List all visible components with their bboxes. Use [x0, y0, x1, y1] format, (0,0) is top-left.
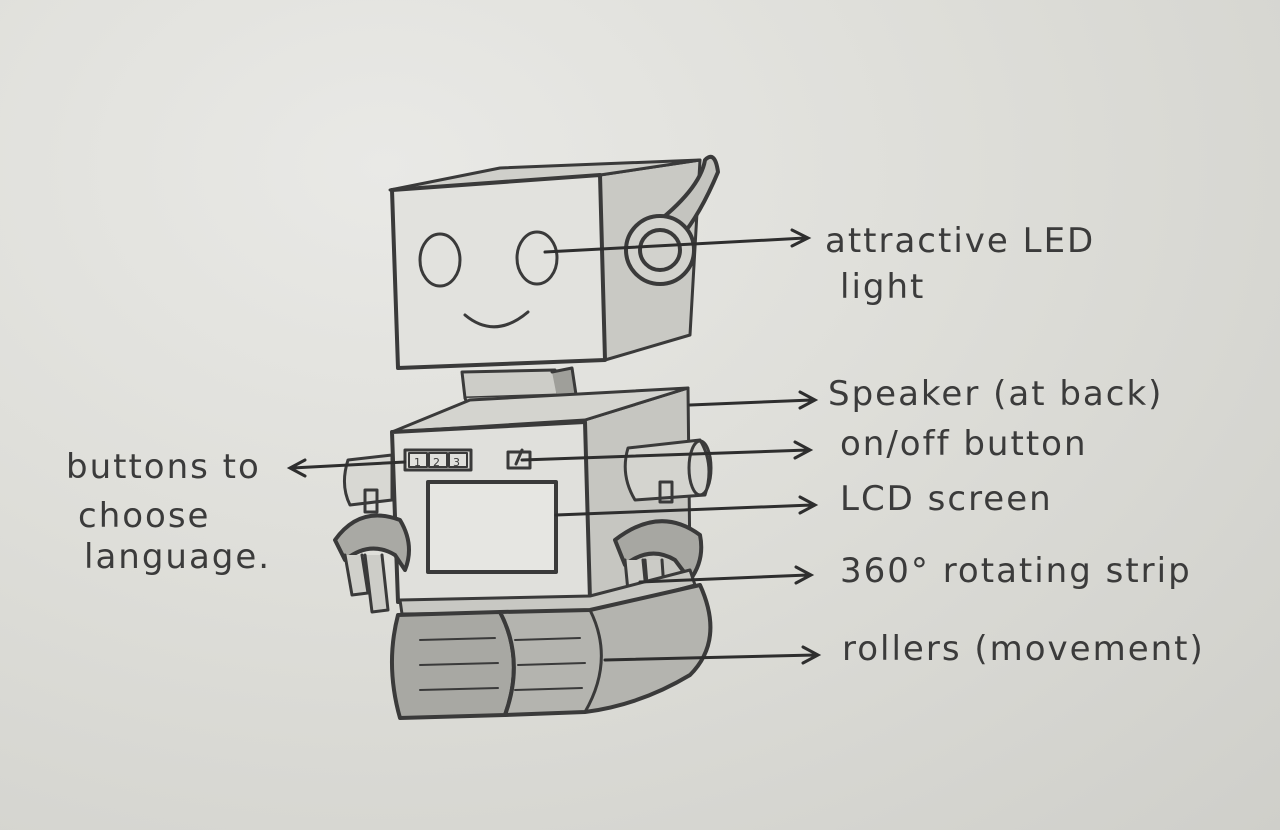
language-button-1-label: 1 — [414, 456, 421, 469]
label-lcd: LCD screen — [840, 479, 1053, 519]
label-led-line2: light — [840, 267, 925, 307]
language-button-2-label: 2 — [433, 456, 440, 469]
label-rollers: rollers (movement) — [842, 629, 1205, 669]
lcd-screen — [428, 482, 556, 572]
label-speaker: Speaker (at back) — [828, 374, 1163, 414]
arrow-speaker — [690, 392, 815, 408]
label-onoff: on/off button — [840, 424, 1088, 464]
led-light — [626, 216, 694, 284]
label-strip: 360° rotating strip — [840, 551, 1192, 591]
robot-head — [390, 157, 718, 368]
label-language-line2: choose — [78, 496, 210, 536]
label-language-line1: buttons to — [66, 447, 261, 487]
language-button-3-label: 3 — [453, 456, 460, 469]
label-led-line1: attractive LED — [825, 221, 1095, 261]
label-language-line3: language. — [84, 537, 271, 577]
